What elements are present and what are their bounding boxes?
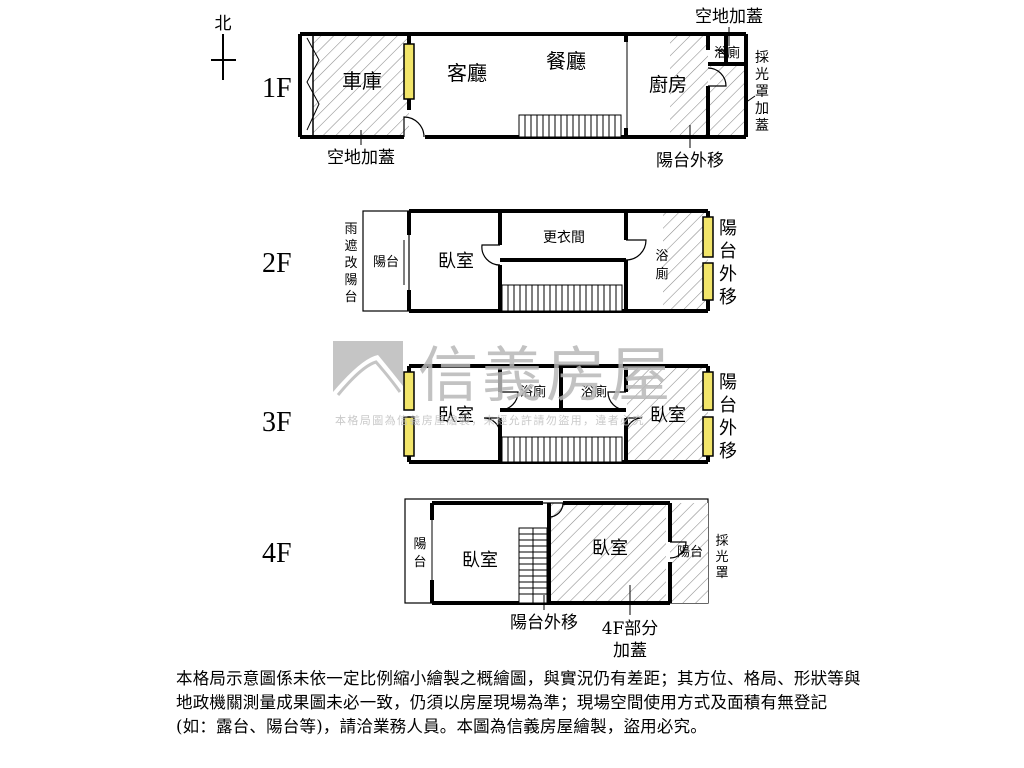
note-partial-addition-4f: 4F部分 加蓋: [602, 619, 659, 661]
window-3f-a: [403, 371, 415, 411]
svg-text:陽: 陽: [719, 218, 737, 239]
room-living: 客廳: [447, 61, 487, 85]
note-addition-bottom: 空地加蓋: [327, 148, 395, 168]
note-balcony-moved-3f: 陽 台 外 移: [719, 372, 737, 462]
svg-text:外: 外: [719, 418, 737, 439]
floor-4f: 4F 陽 台 臥室: [262, 498, 729, 661]
watermark: 信義房屋 本格局圖為信義房屋繪製，未經允許請勿盜用，違者必究: [333, 341, 674, 427]
room-balcony-4f-right: 陽台: [677, 545, 703, 560]
floor-label-2f: 2F: [262, 248, 292, 279]
note-balcony-moved-1f: 陽台外移: [656, 151, 724, 171]
window-2f-a: [702, 216, 714, 258]
room-bath-1f: 浴廁: [714, 45, 740, 61]
bath-hatch-2f: [663, 211, 708, 311]
svg-text:外: 外: [719, 264, 737, 285]
svg-text:陽: 陽: [413, 537, 426, 552]
note-skylight-1f: 採 光 罩 加 蓋: [755, 50, 769, 134]
svg-text:光: 光: [715, 550, 728, 565]
floor-2f: 2F: [262, 209, 737, 313]
room-bedroom-3f-left: 臥室: [438, 405, 474, 426]
svg-text:台: 台: [719, 395, 737, 416]
room-bedroom-4f-left: 臥室: [462, 550, 498, 571]
stairs-1f: [518, 114, 622, 138]
north-label: 北: [215, 14, 232, 34]
note-canopy-2f: 雨 遮 改 陽 台: [344, 222, 357, 305]
svg-text:台: 台: [719, 241, 737, 262]
floor-3f: 3F: [262, 364, 737, 464]
floor-label-1f: 1F: [262, 73, 292, 104]
svg-text:移: 移: [719, 287, 737, 308]
svg-text:雨: 雨: [344, 222, 357, 237]
room-bath-3f-b: 浴廁: [581, 384, 607, 400]
svg-text:陽: 陽: [344, 273, 357, 288]
svg-text:台: 台: [344, 290, 357, 305]
window-1f: [403, 43, 415, 100]
kitchen-hatch: [670, 34, 708, 137]
room-kitchen: 廚房: [649, 73, 687, 96]
svg-text:罩: 罩: [755, 84, 769, 100]
svg-text:加: 加: [755, 101, 769, 117]
window-3f-b: [403, 416, 415, 457]
floor-label-3f: 3F: [262, 407, 292, 438]
north-compass: 北: [211, 14, 236, 80]
svg-text:浴: 浴: [655, 249, 668, 264]
watermark-brand: 信義房屋: [418, 341, 674, 411]
svg-text:陽: 陽: [719, 372, 737, 393]
room-bedroom-3f-right: 臥室: [650, 405, 686, 426]
room-bedroom-2f: 臥室: [438, 251, 474, 272]
walls-1f: [298, 32, 748, 139]
svg-text:4F部分: 4F部分: [602, 619, 659, 639]
watermark-subtext: 本格局圖為信義房屋繪製，未經允許請勿盜用，違者必究: [335, 413, 645, 427]
window-3f-d: [702, 416, 714, 457]
note-addition-top: 空地加蓋: [695, 7, 763, 27]
svg-text:採: 採: [755, 50, 769, 66]
note-balcony-moved-2f: 陽 台 外 移: [719, 218, 737, 308]
balcony-hatch-4f: [670, 503, 708, 603]
room-balcony-4f-left: 陽 台: [413, 537, 426, 570]
window-3f-c: [702, 371, 714, 411]
svg-text:遮: 遮: [344, 238, 357, 254]
svg-text:廁: 廁: [655, 266, 668, 282]
svg-text:蓋: 蓋: [755, 118, 769, 134]
svg-text:採: 採: [715, 534, 728, 549]
garage-hatch: [313, 34, 409, 137]
bedroom-hatch-3f: [627, 366, 708, 462]
room-bath-2f: 浴 廁: [655, 249, 668, 282]
stairs-2f: [501, 284, 623, 312]
svg-text:罩: 罩: [715, 566, 728, 581]
room-closet-2f: 更衣間: [543, 230, 585, 246]
svg-text:加蓋: 加蓋: [613, 641, 647, 661]
floor-1f: 1F: [262, 7, 769, 171]
brand-logo: [333, 341, 403, 401]
room-dining: 餐廳: [546, 49, 586, 73]
room-bath-3f-a: 浴廁: [520, 384, 546, 400]
svg-text:改: 改: [344, 256, 357, 271]
room-balcony-2f: 陽台: [373, 255, 399, 270]
floor-label-4f: 4F: [262, 538, 292, 569]
room-bedroom-4f-right: 臥室: [592, 538, 628, 559]
walls-2f: [407, 209, 710, 313]
svg-text:台: 台: [413, 555, 426, 570]
skylight-hatch: [710, 64, 746, 137]
disclaimer-text: 本格局示意圖係未依一定比例縮小繪製之概繪圖，與實況仍有差距；其方位、格局、形狀等…: [176, 669, 861, 736]
svg-text:光: 光: [755, 67, 769, 83]
stairs-4f: [518, 527, 548, 604]
note-skylight-4f: 採 光 罩: [715, 534, 728, 581]
note-balcony-moved-4f: 陽台外移: [510, 613, 578, 633]
window-2f-b: [702, 262, 714, 301]
room-garage: 車庫: [342, 69, 382, 93]
svg-text:移: 移: [719, 441, 737, 462]
stairs-3f: [501, 436, 623, 463]
bedroom-hatch-4f: [549, 503, 666, 603]
balcony-2f: [362, 210, 410, 312]
